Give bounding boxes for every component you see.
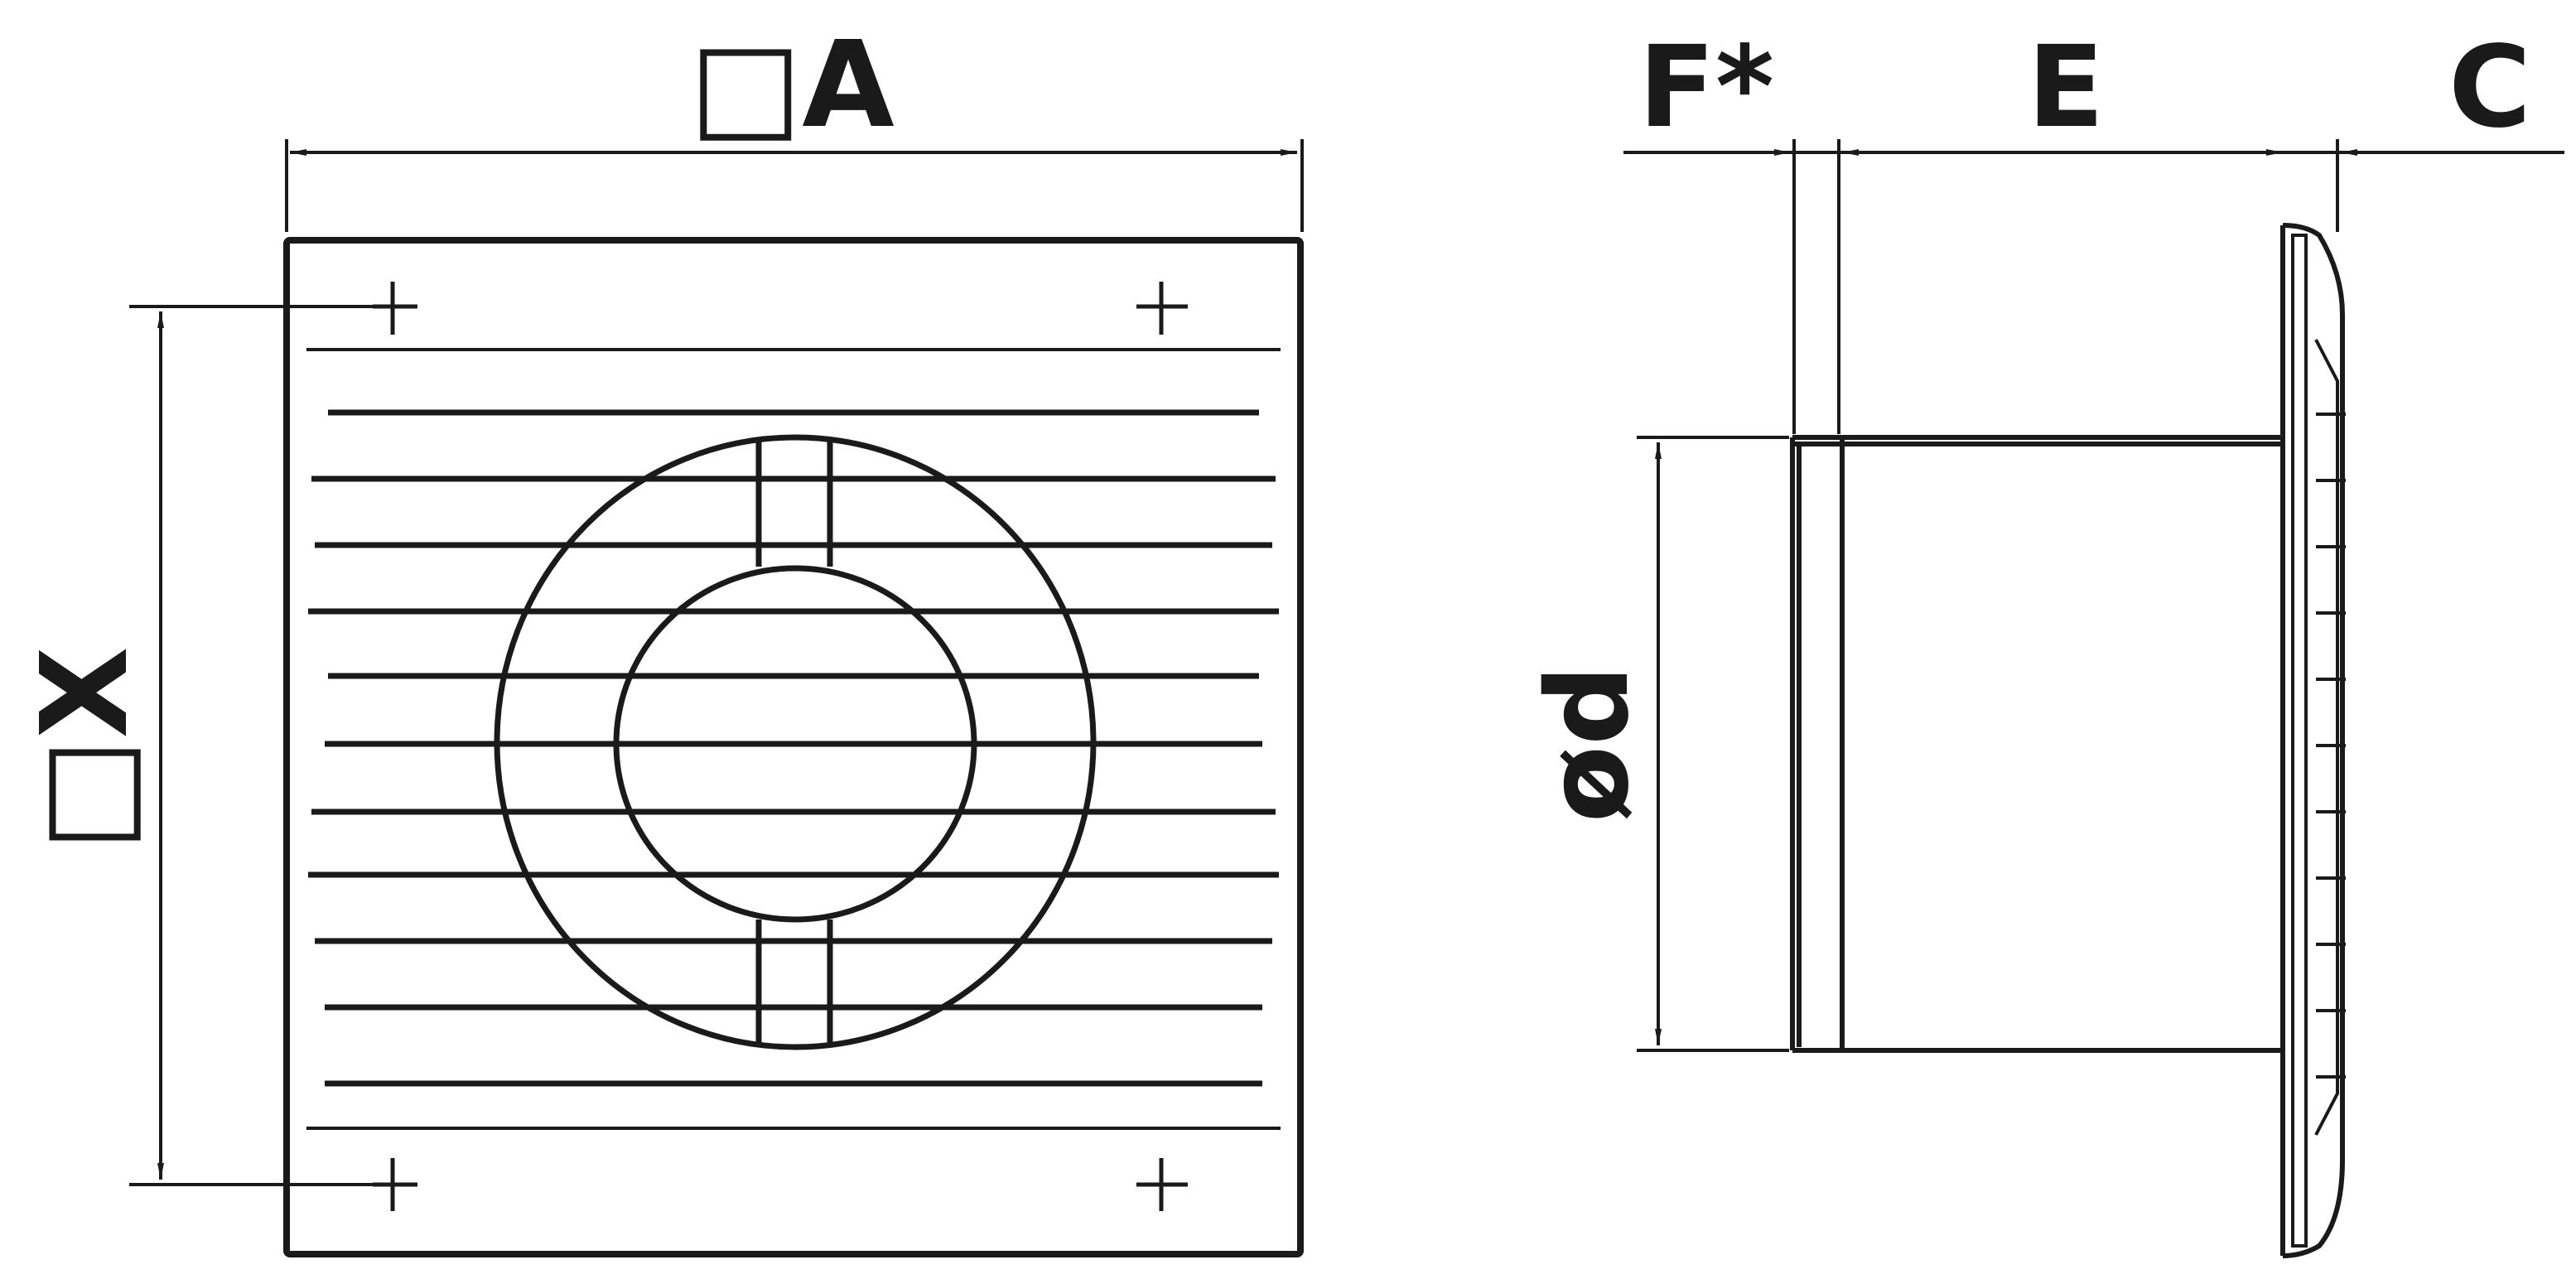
front-view (129, 139, 1304, 1257)
duct-spigot (1790, 435, 2283, 1053)
c-label: C (2448, 22, 2531, 153)
screw-mark-bottom-right (1136, 1158, 1188, 1211)
f-label: F* (1638, 22, 1774, 153)
grille-inner-ring (613, 565, 977, 923)
panel-louvre-edge (2314, 339, 2339, 1136)
diameter-label: ød (1523, 665, 1654, 823)
panel-profile-inner (2291, 234, 2308, 1248)
depth-dimensions (1623, 139, 2564, 434)
panel-profile-outline (2282, 223, 2345, 1258)
grille-outer-ring (494, 434, 1097, 1050)
front-panel-frame (283, 237, 1304, 1257)
panel-louvre-ticks (2316, 413, 2346, 1079)
height-label: □X (15, 646, 154, 851)
side-view (1623, 139, 2564, 1258)
width-dimension (285, 139, 1304, 232)
e-label: E (2028, 22, 2105, 153)
height-dimension (129, 305, 391, 1186)
screw-mark-top-right (1136, 282, 1188, 335)
front-panel-profile (2280, 223, 2345, 1258)
grille-slats (306, 348, 1281, 1130)
width-label: □A (689, 15, 895, 154)
diameter-dimension (1637, 436, 1789, 1052)
grille-circle (494, 434, 1097, 1050)
